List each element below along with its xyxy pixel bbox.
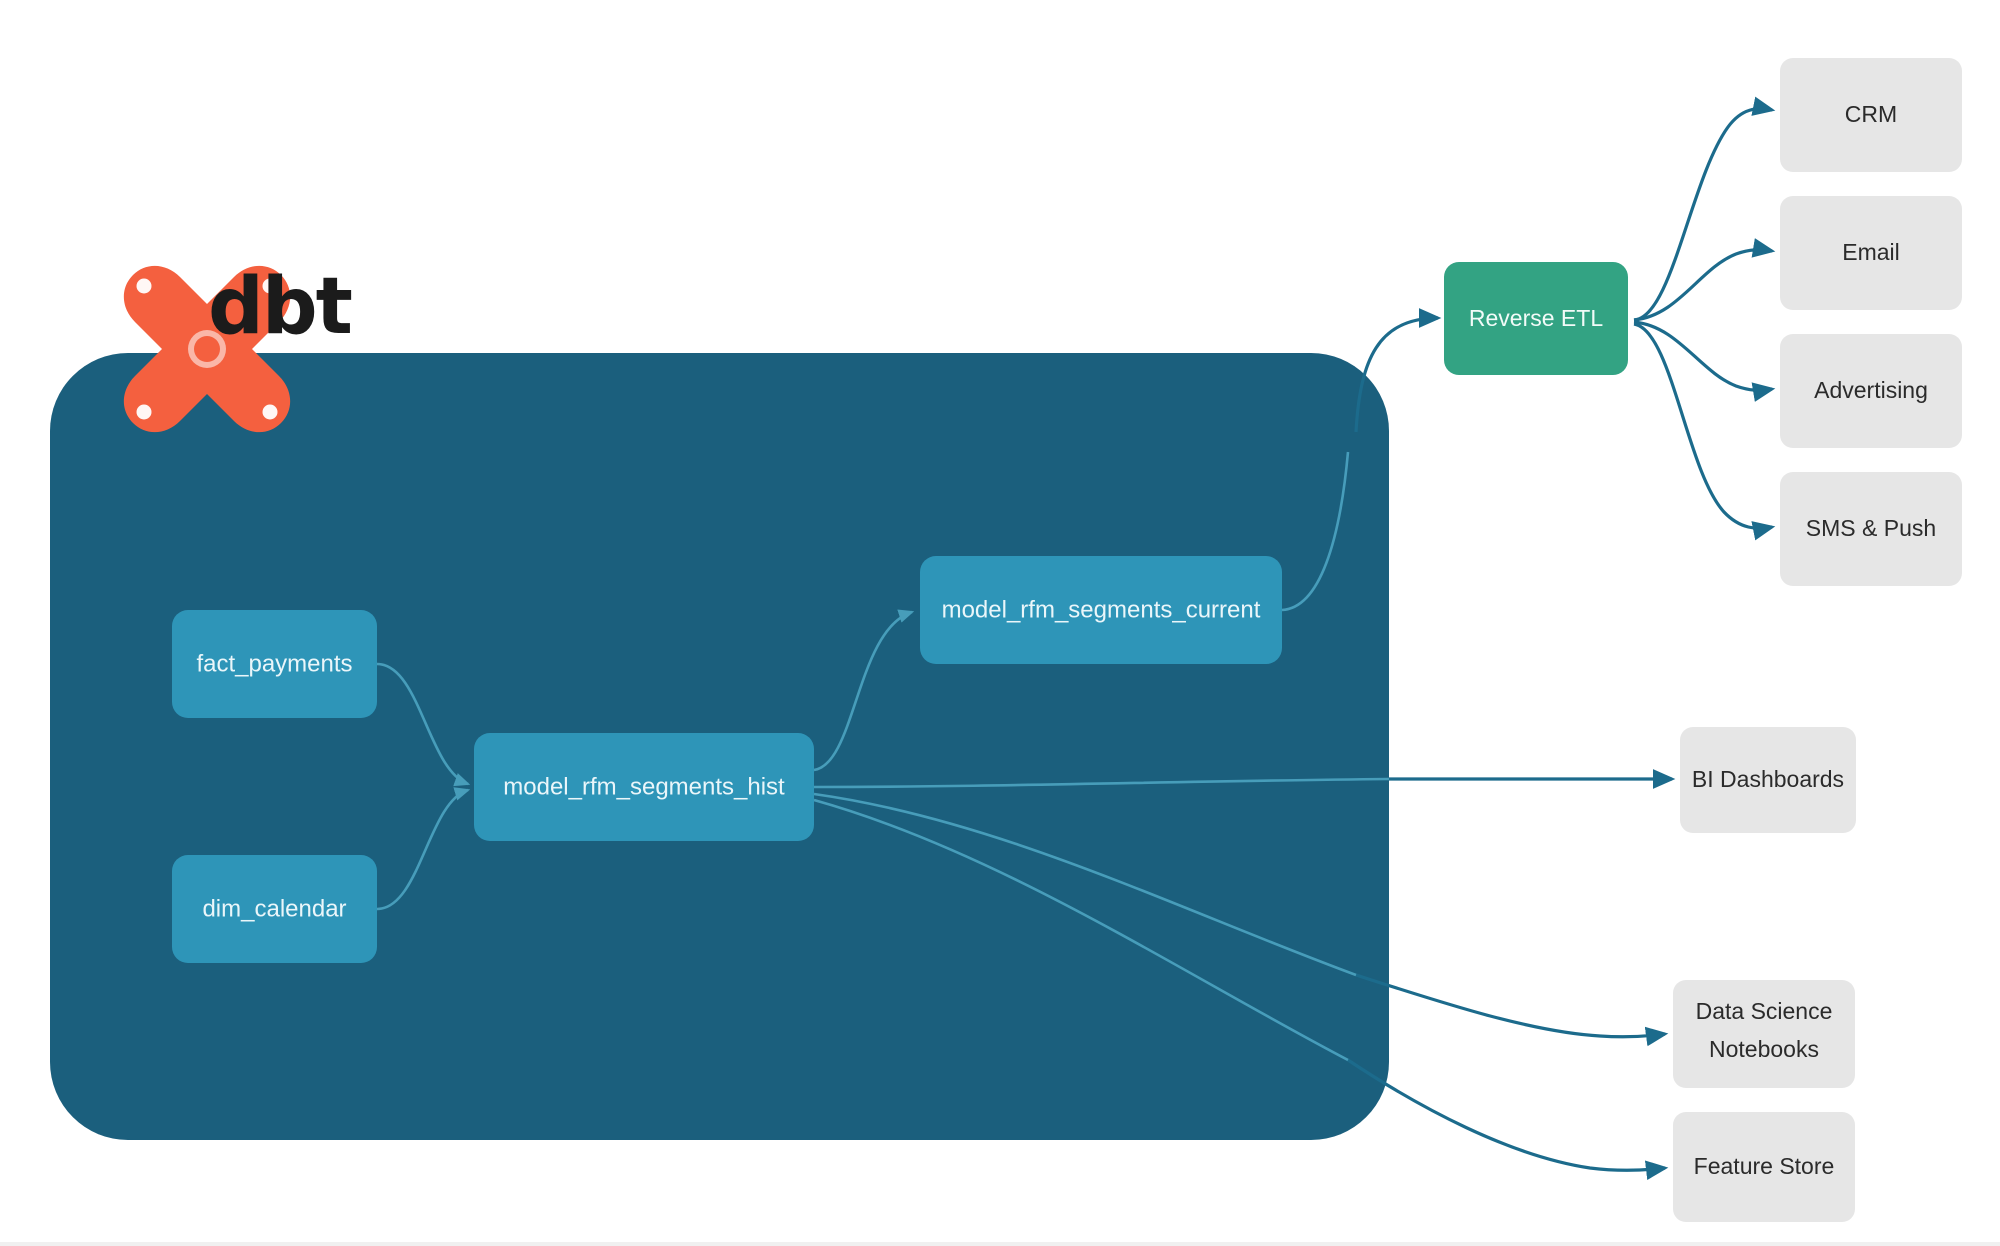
destination-node-label-line1: Data Science	[1696, 998, 1833, 1024]
edge-hist-out-ds	[813, 792, 1357, 977]
edge-hist-out-fs	[813, 798, 1349, 1062]
destination-node-label: Email	[1842, 239, 1900, 265]
bottom-divider	[0, 1242, 2000, 1246]
edge-reverse-etl-to-email	[1633, 238, 1776, 322]
pipeline-node-label: Reverse ETL	[1469, 305, 1603, 331]
dbt-logo: dbt	[123, 262, 354, 433]
destination-node-feature-store[interactable]: Feature Store	[1673, 1112, 1855, 1222]
destination-node-sms-push[interactable]: SMS & Push	[1780, 472, 1962, 586]
edge-reverse-etl-to-crm	[1633, 96, 1776, 322]
destination-node-bi-dashboards[interactable]: BI Dashboards	[1680, 727, 1856, 833]
destination-node-label: BI Dashboards	[1692, 766, 1844, 792]
internal-edges-layer	[376, 451, 1390, 1062]
warehouse-node-label: dim_calendar	[202, 895, 346, 922]
destination-node-label-line2: Notebooks	[1709, 1036, 1819, 1062]
edge-hist-to-feature-store	[1347, 1058, 1669, 1181]
pipeline-node-reverse-etl[interactable]: Reverse ETL	[1444, 262, 1628, 375]
edge-hist-out-bi	[813, 777, 1390, 789]
destination-node-label: CRM	[1845, 101, 1897, 127]
edge-hist-to-data-science-notebooks	[1355, 973, 1669, 1047]
destination-nodes-layer: CRM Email Advertising SMS & Push BI Dash…	[1673, 58, 1962, 1222]
dbt-logo-wordmark: dbt	[208, 262, 352, 352]
warehouse-node-model-rfm-segments-current[interactable]: model_rfm_segments_current	[920, 556, 1282, 664]
edge-hist-to-current	[813, 609, 915, 772]
edge-reverse-etl-to-advertising	[1633, 320, 1776, 402]
edge-current-out-top	[1281, 451, 1350, 612]
edge-fact-payments-to-hist	[376, 662, 471, 787]
edge-reverse-etl-to-sms-push	[1633, 322, 1776, 541]
external-edges-layer	[1347, 96, 1776, 1181]
destination-node-label: Advertising	[1814, 377, 1928, 403]
destination-node-label: SMS & Push	[1806, 515, 1936, 541]
warehouse-nodes-layer: fact_payments dim_calendar model_rfm_seg…	[172, 556, 1282, 963]
warehouse-node-label: fact_payments	[196, 650, 352, 677]
destination-node-data-science-notebooks[interactable]: Data Science Notebooks	[1673, 980, 1855, 1088]
warehouse-node-label: model_rfm_segments_current	[942, 596, 1261, 623]
destination-node-label: Feature Store	[1694, 1153, 1835, 1179]
edge-current-to-reverse-etl	[1354, 308, 1442, 433]
dbt-x-mark-icon	[123, 265, 291, 433]
destination-node-advertising[interactable]: Advertising	[1780, 334, 1962, 448]
warehouse-node-dim-calendar[interactable]: dim_calendar	[172, 855, 377, 963]
destination-node-crm[interactable]: CRM	[1780, 58, 1962, 172]
edge-dim-calendar-to-hist	[376, 787, 471, 911]
warehouse-node-label: model_rfm_segments_hist	[503, 773, 785, 800]
warehouse-node-model-rfm-segments-hist[interactable]: model_rfm_segments_hist	[474, 733, 814, 841]
destination-node-email[interactable]: Email	[1780, 196, 1962, 310]
warehouse-node-fact-payments[interactable]: fact_payments	[172, 610, 377, 718]
